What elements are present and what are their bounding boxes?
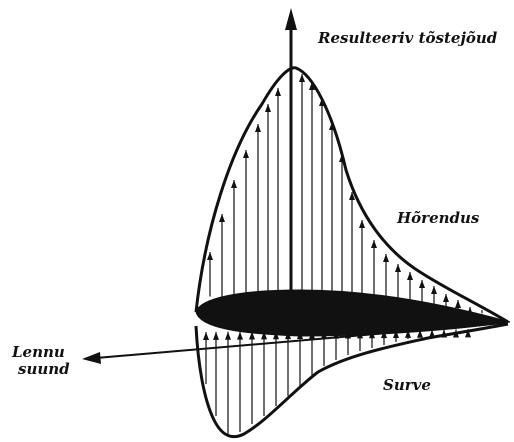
suction-vector-5-arrowhead bbox=[265, 104, 271, 112]
resultant-lift-arrow bbox=[285, 8, 297, 330]
suction-vector-19-arrowhead bbox=[431, 286, 437, 294]
pressure-vector-20-arrowhead bbox=[441, 329, 447, 338]
suction-vector-4-arrowhead bbox=[255, 124, 261, 132]
suction-vector-10-arrowhead bbox=[329, 122, 335, 130]
flight-direction-label-line2: suund bbox=[18, 360, 70, 378]
pressure-vector-0-arrowhead bbox=[203, 331, 209, 340]
suction-vector-15-arrowhead bbox=[383, 254, 389, 262]
suction-vectors bbox=[207, 74, 485, 321]
suction-vector-9-arrowhead bbox=[319, 98, 325, 106]
pressure-vectors bbox=[203, 329, 471, 434]
suction-vector-17-arrowhead bbox=[407, 272, 413, 280]
resultant-lift-label: Resulteeriv tõstejõud bbox=[318, 29, 498, 47]
pressure-vector-3-arrowhead bbox=[237, 331, 243, 340]
pressure-vector-22-arrowhead bbox=[465, 329, 471, 338]
suction-vector-2-arrowhead bbox=[231, 180, 237, 188]
pressure-vector-18-arrowhead bbox=[417, 329, 423, 338]
suction-label: Hõrendus bbox=[397, 209, 480, 227]
pressure-vector-1-arrowhead bbox=[213, 331, 219, 340]
suction-vector-3-arrowhead bbox=[243, 150, 249, 158]
pressure-vector-21-arrowhead bbox=[453, 329, 459, 338]
suction-vector-1-arrowhead bbox=[219, 214, 225, 222]
pressure-vector-16-arrowhead bbox=[393, 330, 399, 339]
suction-vector-8-arrowhead bbox=[309, 82, 315, 90]
airfoil-shape bbox=[195, 289, 511, 337]
suction-vector-14-arrowhead bbox=[371, 240, 377, 248]
suction-vector-7-arrowhead bbox=[299, 74, 305, 82]
suction-vector-21-arrowhead bbox=[455, 300, 461, 308]
pressure-label: Surve bbox=[383, 376, 431, 394]
pressure-vector-4-arrowhead bbox=[249, 331, 255, 340]
suction-vector-11-arrowhead bbox=[339, 154, 345, 162]
suction-vector-18-arrowhead bbox=[419, 280, 425, 288]
suction-vector-6-arrowhead bbox=[275, 88, 281, 96]
pressure-vector-17-arrowhead bbox=[405, 329, 411, 338]
pressure-envelope-curve bbox=[194, 322, 509, 439]
suction-vector-20-arrowhead bbox=[443, 294, 449, 302]
flight-direction-arrow bbox=[82, 322, 506, 364]
pressure-vector-5-arrowhead bbox=[261, 331, 267, 340]
pressure-vector-2-arrowhead bbox=[225, 331, 231, 340]
suction-vector-13-arrowhead bbox=[359, 220, 365, 228]
suction-vector-16-arrowhead bbox=[395, 264, 401, 272]
suction-vector-0-arrowhead bbox=[207, 252, 213, 260]
pressure-vector-19-arrowhead bbox=[429, 329, 435, 338]
suction-vector-12-arrowhead bbox=[349, 192, 355, 200]
flight-direction-label: Lennu bbox=[12, 343, 65, 361]
